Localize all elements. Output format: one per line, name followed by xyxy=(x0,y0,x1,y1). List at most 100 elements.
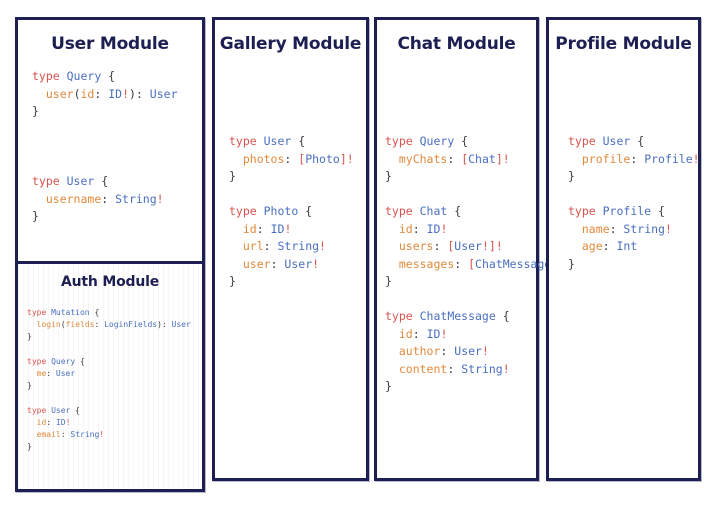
panel-title-auth-module: Auth Module xyxy=(61,274,159,290)
code-token: myChats xyxy=(398,151,448,166)
code-token: type xyxy=(385,309,420,323)
panel-title-profile-module: Profile Module xyxy=(555,34,692,54)
code-line: type Chat { xyxy=(385,203,565,221)
code-line: type User { xyxy=(27,405,191,417)
code-line: users: [User!]! xyxy=(385,238,565,256)
code-token xyxy=(229,239,243,253)
panel-user-module[interactable]: User Module type Query { user(id: ID!): … xyxy=(15,17,205,492)
code-token: type xyxy=(385,134,420,148)
code-token: id xyxy=(398,326,413,341)
code-line: id: ID! xyxy=(385,326,565,344)
code-token: User xyxy=(454,344,482,358)
code-token: String xyxy=(70,430,100,440)
code-token: fields xyxy=(65,320,95,330)
code-token: } xyxy=(568,169,575,183)
code-line: id: ID! xyxy=(27,417,191,429)
code-token: ! xyxy=(502,151,510,166)
code-line: type ChatMessage { xyxy=(385,308,565,326)
code-token: User xyxy=(171,320,191,330)
panel-title-gallery-module: Gallery Module xyxy=(219,34,362,54)
code-token: [ xyxy=(298,151,306,166)
code-token: age xyxy=(581,239,603,253)
code-token: email xyxy=(36,430,61,440)
code-line xyxy=(568,186,700,204)
code-token: { xyxy=(651,204,665,218)
code-line: } xyxy=(27,331,191,343)
code-block-gallery-module: type User { photos: [Photo]!} type Photo… xyxy=(229,133,354,291)
code-token: : xyxy=(94,86,109,101)
code-token: [ xyxy=(468,256,476,271)
code-token: ID xyxy=(426,221,441,236)
code-token: } xyxy=(229,169,236,183)
code-token: } xyxy=(27,381,32,391)
code-token: ] xyxy=(488,239,496,253)
code-token: ID xyxy=(55,417,66,427)
code-token: } xyxy=(27,442,32,452)
code-token: : xyxy=(454,256,469,271)
code-token: url xyxy=(242,239,264,253)
code-line: type User { xyxy=(568,133,700,151)
code-token: id xyxy=(80,86,95,101)
code-token: { xyxy=(454,134,469,148)
code-token xyxy=(568,222,582,236)
code-line xyxy=(229,186,354,204)
code-token: : xyxy=(440,344,455,358)
panel-auth-module[interactable]: Auth Module type Mutation { login(fields… xyxy=(15,261,205,492)
code-token: User xyxy=(263,134,292,148)
code-token: ! xyxy=(440,221,448,236)
code-token: : xyxy=(433,239,448,253)
code-token xyxy=(385,327,399,341)
code-token: Profile xyxy=(602,204,652,218)
code-block-auth-module: type Mutation { login(fields: LoginField… xyxy=(27,307,191,453)
code-line xyxy=(32,121,178,139)
code-token: users xyxy=(398,239,434,253)
code-token: id xyxy=(398,221,413,236)
code-token: { xyxy=(70,405,80,415)
code-line: photos: [Photo]! xyxy=(229,151,354,169)
code-token: User xyxy=(454,239,482,253)
code-token: String xyxy=(623,221,665,236)
code-line: } xyxy=(385,378,565,396)
code-token: ! xyxy=(156,191,164,206)
code-line xyxy=(32,138,178,156)
code-token: photos xyxy=(242,151,285,166)
code-line: type User { xyxy=(229,133,354,151)
code-token: ! xyxy=(312,256,320,271)
code-token: Photo xyxy=(263,204,299,218)
panel-chat-module[interactable]: Chat Module type Query { myChats: [Chat]… xyxy=(374,17,565,481)
code-token: } xyxy=(27,332,32,342)
code-token xyxy=(385,362,399,376)
code-line: type Query { xyxy=(385,133,565,151)
code-token: ID xyxy=(426,326,441,341)
code-token: id xyxy=(242,221,257,236)
code-line xyxy=(27,344,191,356)
code-token: { xyxy=(75,356,85,366)
code-token: Chat xyxy=(468,151,496,166)
code-token: : xyxy=(447,151,462,166)
code-token: LoginFields xyxy=(104,320,158,330)
code-token xyxy=(32,192,46,206)
code-token: Query xyxy=(419,134,455,148)
code-token xyxy=(27,430,37,439)
panel-gallery-module[interactable]: Gallery Module type User { photos: [Phot… xyxy=(212,17,369,481)
code-line: profile: Profile! xyxy=(568,151,700,169)
code-line: type Mutation { xyxy=(27,307,191,319)
code-token: : xyxy=(46,417,56,427)
code-line: } xyxy=(229,273,354,291)
code-token: : xyxy=(412,221,427,236)
code-line: content: String! xyxy=(385,361,565,379)
panel-profile-module[interactable]: Profile Module type User { profile: Prof… xyxy=(546,17,701,481)
code-token: ! xyxy=(495,239,503,253)
code-token: ): xyxy=(129,86,150,101)
code-line: id: ID! xyxy=(229,221,354,239)
code-line: type Query { xyxy=(32,68,178,86)
code-token: type xyxy=(27,405,52,415)
code-token: ! xyxy=(692,151,700,166)
code-token: [ xyxy=(447,239,455,253)
code-token: : xyxy=(270,256,285,271)
code-token: String xyxy=(277,239,320,253)
code-line: myChats: [Chat]! xyxy=(385,151,565,169)
code-token: { xyxy=(495,309,510,323)
code-token: Query xyxy=(66,69,102,83)
code-token: ID xyxy=(270,221,285,236)
